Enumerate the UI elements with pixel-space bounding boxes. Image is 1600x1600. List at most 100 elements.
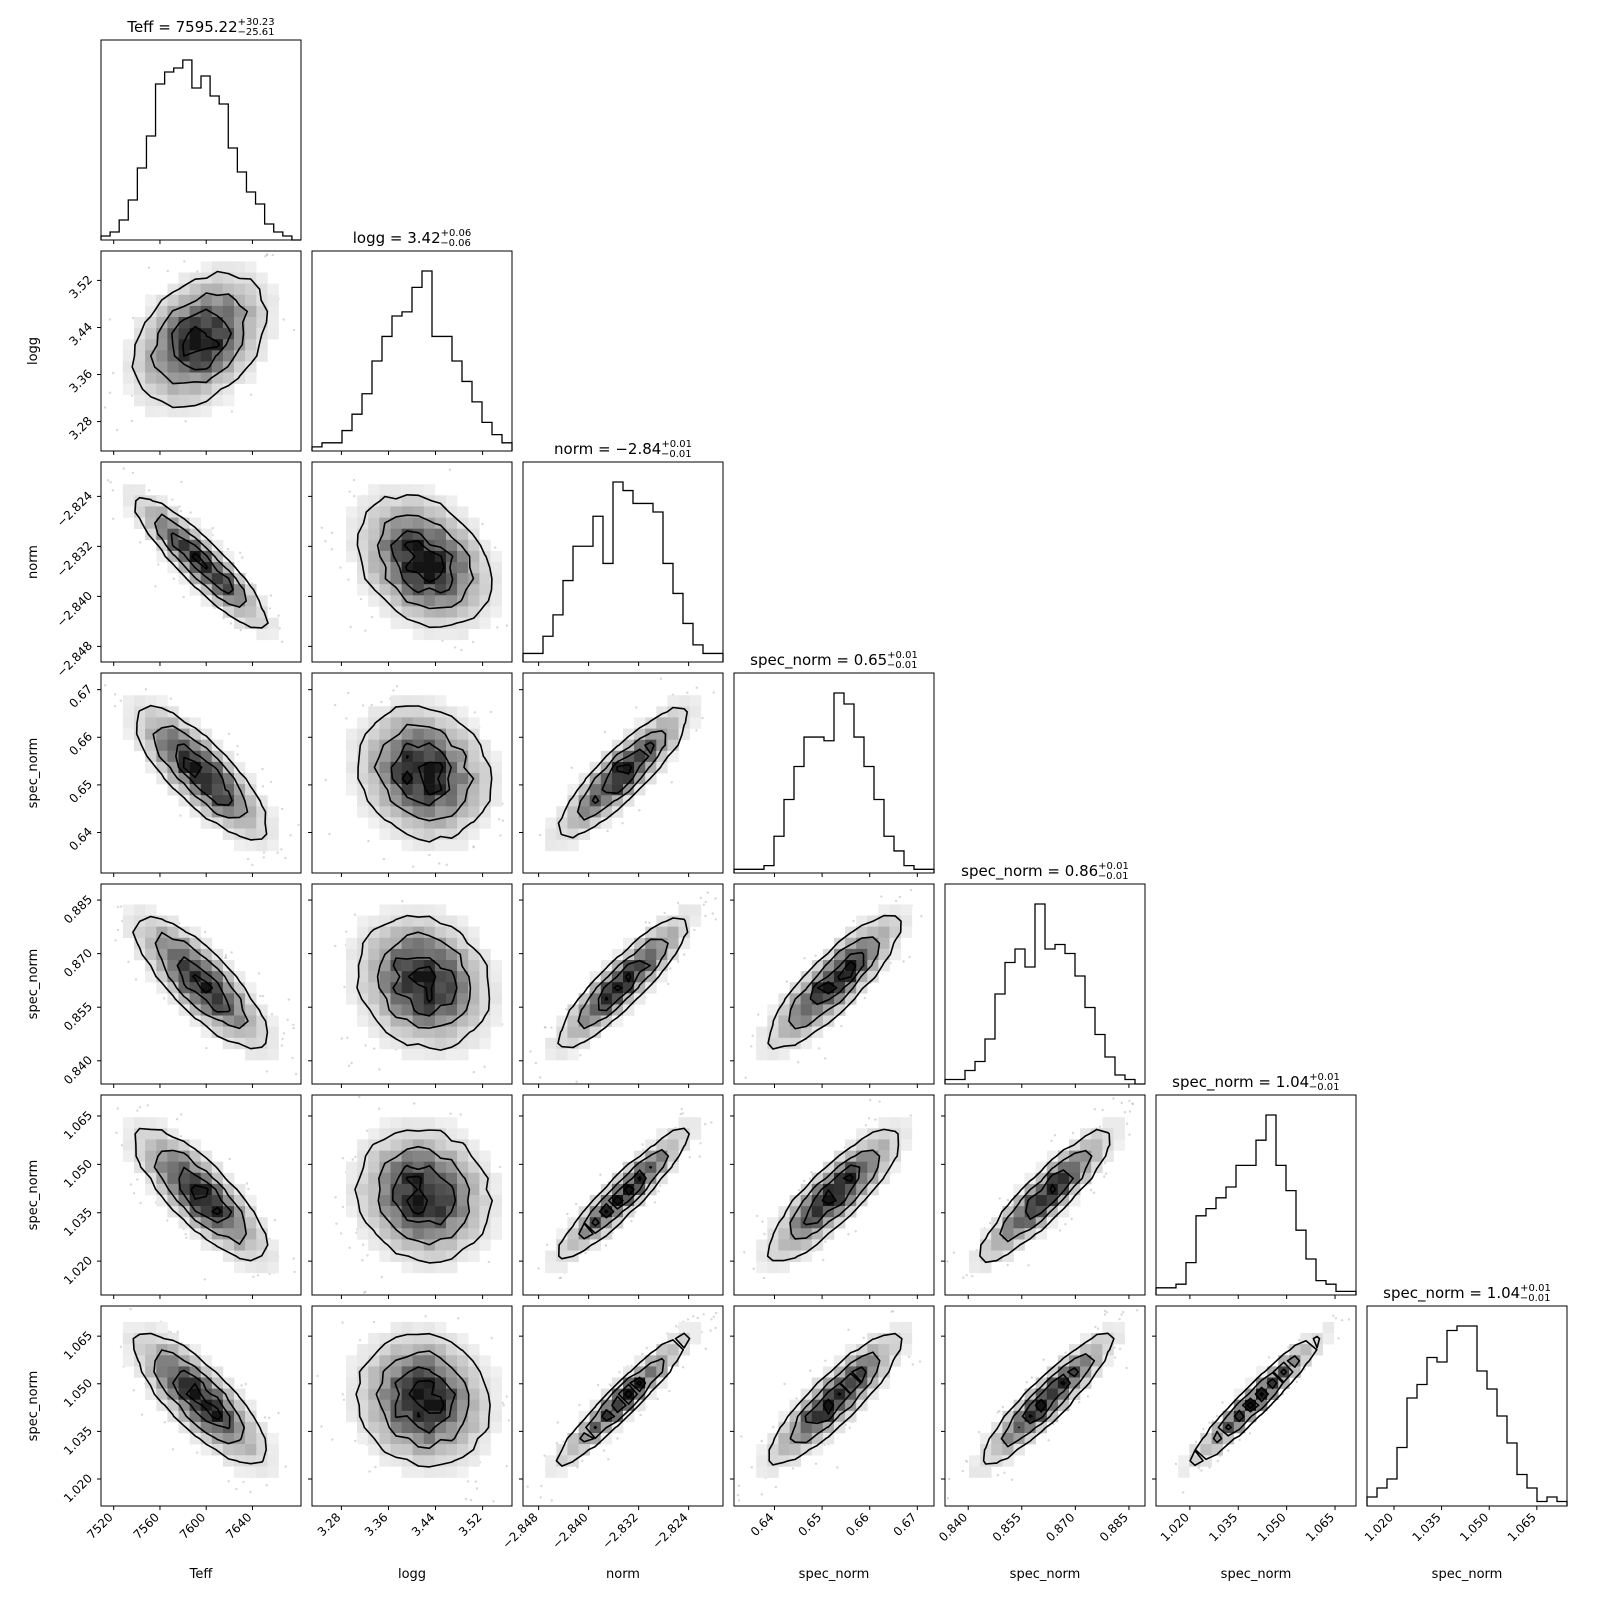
density-cell bbox=[379, 739, 391, 752]
density-cell bbox=[889, 1150, 902, 1163]
density-cell bbox=[211, 948, 224, 961]
density-cell bbox=[390, 1172, 402, 1185]
density-cell bbox=[401, 795, 414, 807]
density-cell bbox=[468, 562, 480, 574]
density-field bbox=[545, 904, 702, 1061]
density-cell bbox=[423, 1344, 436, 1356]
density-cell bbox=[412, 1433, 425, 1445]
density-cell bbox=[379, 584, 391, 596]
density-cell bbox=[256, 1433, 268, 1445]
sample-point bbox=[127, 960, 130, 964]
density-cell bbox=[468, 739, 480, 752]
density-cell bbox=[1046, 1172, 1059, 1185]
density-cell bbox=[567, 1228, 579, 1240]
density-cell bbox=[800, 1239, 813, 1251]
density-cell bbox=[245, 339, 257, 351]
density-cell bbox=[578, 1228, 591, 1240]
density-cell bbox=[567, 806, 579, 818]
density-cell bbox=[357, 784, 369, 796]
density-cell bbox=[245, 1444, 257, 1456]
density-cell bbox=[357, 495, 369, 507]
sample-point bbox=[112, 371, 115, 375]
density-cell bbox=[457, 1172, 469, 1185]
density-cell bbox=[479, 761, 491, 774]
density-cell bbox=[412, 795, 425, 807]
density-cell bbox=[457, 828, 469, 841]
density-cell bbox=[412, 982, 425, 994]
density-cell bbox=[434, 1444, 447, 1456]
density-cell bbox=[357, 528, 369, 541]
density-cell bbox=[856, 1128, 868, 1140]
density-cell bbox=[167, 750, 179, 763]
sample-point bbox=[171, 498, 174, 501]
density-cell bbox=[390, 717, 402, 729]
sample-point bbox=[245, 1182, 249, 1185]
density-cell bbox=[200, 806, 213, 818]
density-cell bbox=[490, 606, 502, 618]
contour-group bbox=[767, 914, 902, 1050]
density-cell bbox=[446, 495, 458, 507]
density-cell bbox=[468, 1344, 480, 1356]
density-cell bbox=[412, 1377, 425, 1389]
density-cell bbox=[811, 1183, 824, 1196]
density-cell bbox=[479, 773, 491, 785]
density-cell bbox=[434, 1355, 447, 1367]
sample-point bbox=[714, 897, 717, 900]
density-cell bbox=[980, 1239, 992, 1251]
density-cell bbox=[412, 1183, 425, 1196]
sample-point bbox=[297, 823, 300, 827]
sample-point bbox=[1112, 1097, 1115, 1100]
density-cell bbox=[678, 706, 691, 718]
density-cell bbox=[589, 1206, 602, 1218]
density-cell bbox=[867, 1139, 879, 1151]
density-cell bbox=[189, 372, 202, 384]
density-cell bbox=[357, 573, 369, 585]
sample-point bbox=[358, 1339, 362, 1342]
density-cell bbox=[390, 1228, 402, 1240]
density-cell bbox=[211, 1421, 224, 1434]
density-cell bbox=[390, 1139, 402, 1151]
sample-point bbox=[1027, 1264, 1030, 1267]
density-cell bbox=[156, 1399, 168, 1412]
density-cell bbox=[178, 728, 190, 741]
density-cell bbox=[867, 926, 879, 939]
sample-point bbox=[347, 578, 350, 581]
density-cell bbox=[778, 1004, 790, 1016]
density-cell bbox=[234, 839, 246, 852]
density-cell bbox=[145, 317, 157, 329]
density-cell bbox=[600, 795, 613, 807]
density-cell bbox=[689, 1128, 702, 1140]
density-cell bbox=[589, 806, 602, 818]
density-cell bbox=[357, 750, 369, 763]
density-cell bbox=[1080, 1139, 1092, 1151]
density-cell bbox=[156, 328, 168, 340]
density-cell bbox=[412, 806, 425, 818]
sample-point bbox=[129, 1307, 132, 1311]
panel-frame bbox=[1155, 1094, 1357, 1296]
density-cell bbox=[1035, 1161, 1048, 1174]
sample-point bbox=[277, 614, 280, 617]
density-cell bbox=[145, 528, 157, 541]
density-cell bbox=[156, 528, 168, 541]
density-cell bbox=[767, 1217, 779, 1229]
density-cell bbox=[189, 350, 202, 362]
density-cell bbox=[878, 1150, 890, 1163]
density-cell bbox=[900, 926, 913, 939]
density-cell bbox=[434, 506, 447, 518]
sample-point bbox=[334, 1196, 337, 1199]
density-cell bbox=[889, 948, 902, 961]
density-cell bbox=[600, 817, 613, 829]
density-cell bbox=[778, 1026, 790, 1039]
density-cell bbox=[434, 495, 447, 507]
sample-point bbox=[111, 489, 114, 492]
sample-point bbox=[263, 1416, 267, 1419]
density-cell bbox=[200, 1433, 213, 1445]
density-cell bbox=[211, 383, 224, 396]
sample-point bbox=[180, 1113, 183, 1116]
density-cell bbox=[211, 1388, 224, 1401]
sample-point bbox=[292, 1257, 295, 1260]
density-cell bbox=[145, 904, 157, 916]
density-cell bbox=[156, 695, 168, 707]
density-cell bbox=[479, 960, 491, 972]
density-cell bbox=[134, 506, 146, 518]
